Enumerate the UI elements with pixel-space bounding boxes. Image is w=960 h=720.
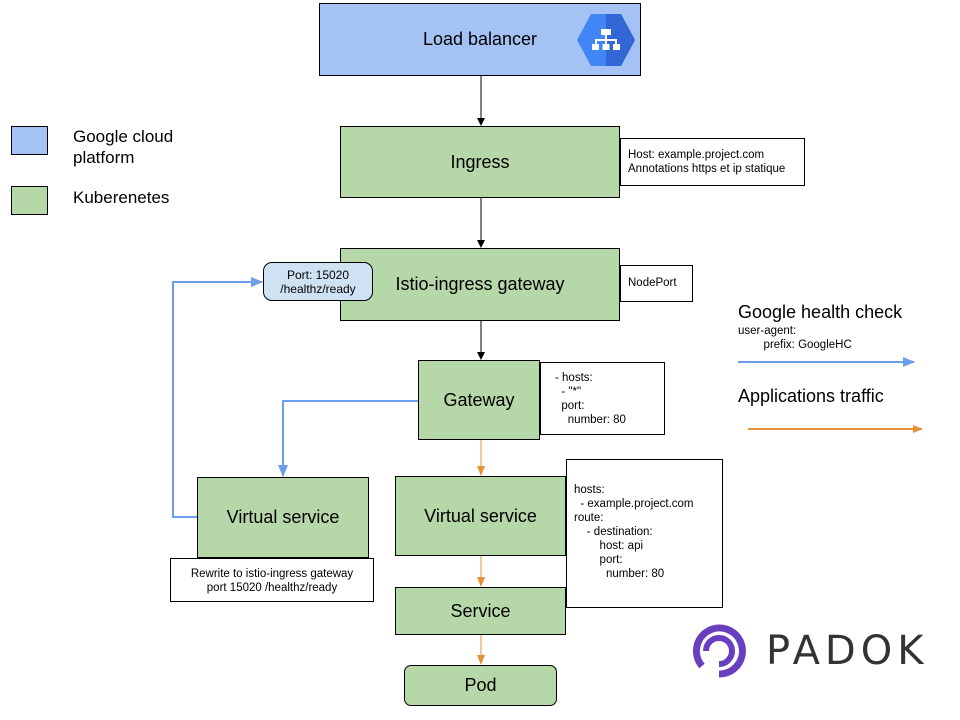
health-check-legend-title: Google health check <box>738 302 903 322</box>
service-node: Service <box>395 587 566 635</box>
arrow-left-vs-to-istio <box>172 277 263 518</box>
virtual-service-left-label: Virtual service <box>226 507 340 527</box>
ingress-label: Ingress <box>450 151 510 172</box>
padok-logo <box>692 624 746 678</box>
istio-ingress-gateway-node: Istio-ingress gateway <box>340 248 620 321</box>
nodeport-note: NodePort <box>620 265 693 302</box>
virtual-service-right-label: Virtual service <box>424 505 537 526</box>
service-label: Service <box>450 600 511 621</box>
legend-k8s-label: Kuberenetes <box>73 188 170 207</box>
ingress-note: Host: example.project.com Annotations ht… <box>620 138 805 186</box>
istio-ingress-gateway-label: Istio-ingress gateway <box>395 274 565 294</box>
app-traffic-legend-title: Applications traffic <box>738 386 884 406</box>
legend-gcp-label: Google cloud platform <box>73 127 174 167</box>
load-balancer-label: Load balancer <box>422 29 538 49</box>
legend-gcp-swatch <box>11 126 48 155</box>
load-balancer-icon <box>577 14 635 66</box>
pod-node: Pod <box>404 665 557 706</box>
pod-label: Pod <box>464 675 497 695</box>
brand-name: PADOK <box>766 628 929 674</box>
legend-k8s-swatch <box>11 186 48 215</box>
rewrite-note: Rewrite to istio-ingress gateway port 15… <box>170 558 374 602</box>
ingress-node: Ingress <box>340 126 620 198</box>
arrow-gateway-to-left-vs <box>278 400 418 477</box>
virtual-service-note: hosts: - example.project.com route: - de… <box>566 459 723 608</box>
health-check-legend-sub: user-agent: prefix: GoogleHC <box>738 325 852 351</box>
gateway-label: Gateway <box>443 389 515 410</box>
virtual-service-left-node: Virtual service <box>197 477 369 558</box>
virtual-service-right-node: Virtual service <box>395 476 566 556</box>
gateway-node: Gateway <box>418 360 540 440</box>
gateway-note: - hosts: - "*" port: number: 80 <box>540 362 665 435</box>
healthz-port-badge: Port: 15020 /healthz/ready <box>263 262 373 301</box>
